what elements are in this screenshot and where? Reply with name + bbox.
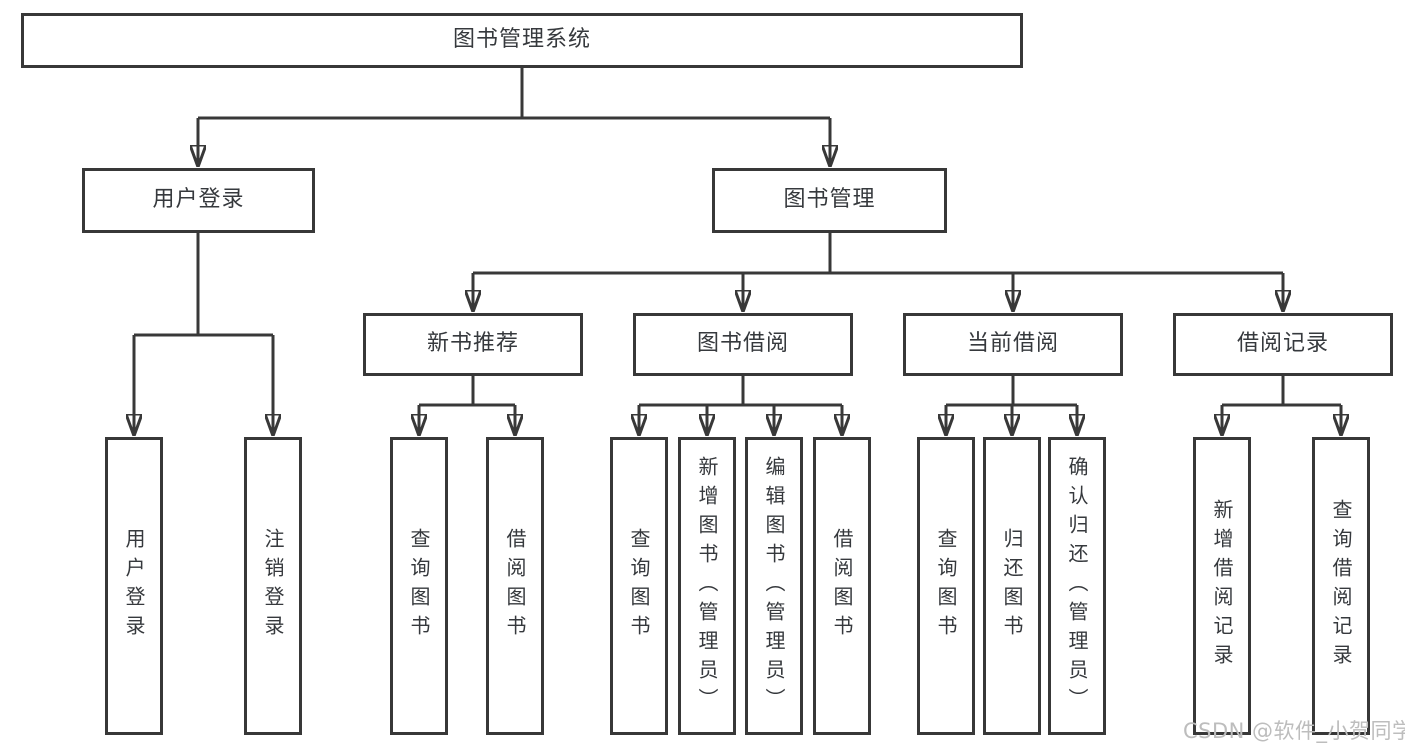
node-book-management: 图书管理	[712, 168, 947, 233]
node-book-borrowing: 图书借阅	[633, 313, 853, 376]
node-user-login: 用户登录	[82, 168, 315, 233]
leaf-query-book-current: 查询图书	[917, 437, 975, 735]
leaf-query-book-borrowing: 查询图书	[610, 437, 668, 735]
leaf-return-book: 归还图书	[983, 437, 1041, 735]
node-borrow-records: 借阅记录	[1173, 313, 1393, 376]
leaf-borrow-book-recommend: 借阅图书	[486, 437, 544, 735]
node-current-borrowing: 当前借阅	[903, 313, 1123, 376]
leaf-edit-book-admin: 编辑图书（管理员）	[745, 437, 803, 735]
leaf-user-login: 用户登录	[105, 437, 163, 735]
leaf-add-borrow-record: 新增借阅记录	[1193, 437, 1251, 735]
node-root: 图书管理系统	[21, 13, 1023, 68]
csdn-watermark: CSDN @软件_小贺同学	[1183, 719, 1405, 743]
node-new-book-recommend: 新书推荐	[363, 313, 583, 376]
leaf-logout: 注销登录	[244, 437, 302, 735]
leaf-confirm-return-admin: 确认归还（管理员）	[1048, 437, 1106, 735]
leaf-borrow-book: 借阅图书	[813, 437, 871, 735]
leaf-add-book-admin: 新增图书（管理员）	[678, 437, 736, 735]
leaf-query-book-recommend: 查询图书	[390, 437, 448, 735]
leaf-query-borrow-record: 查询借阅记录	[1312, 437, 1370, 735]
